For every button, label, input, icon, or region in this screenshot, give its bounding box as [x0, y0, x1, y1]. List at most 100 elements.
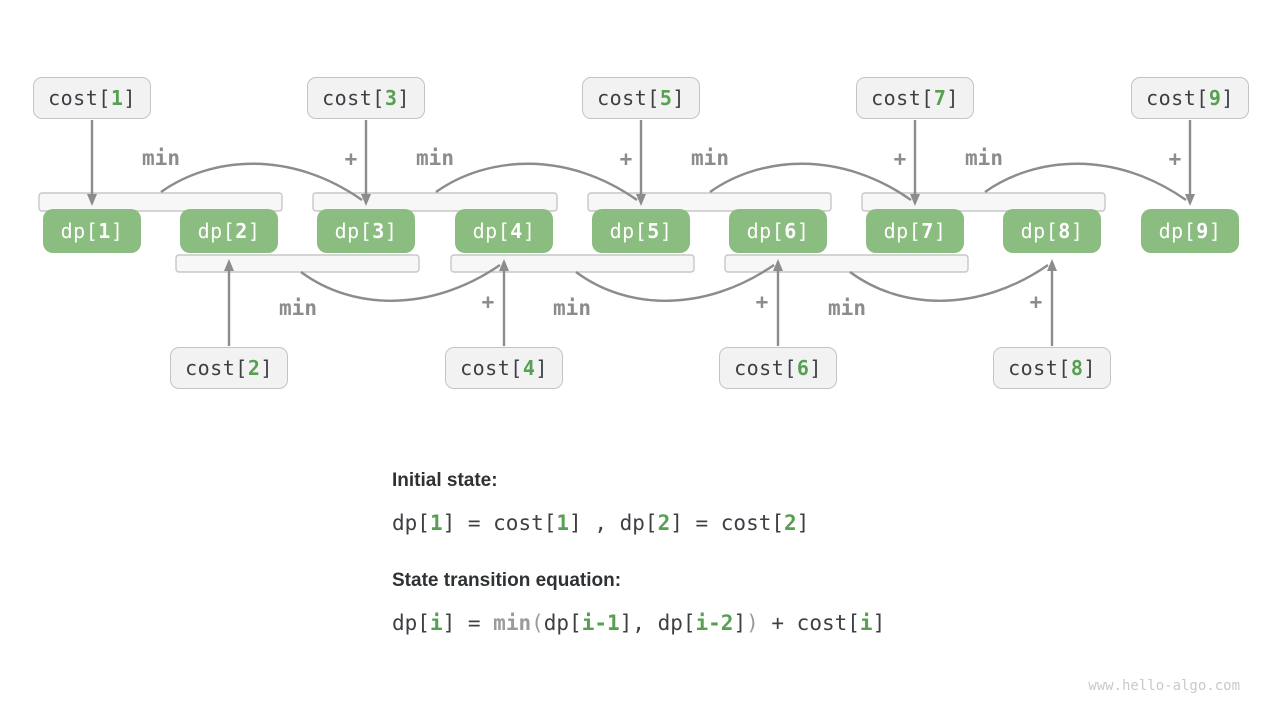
dp-box-3: dp[3] [317, 209, 415, 253]
min-label: min [828, 296, 866, 320]
code-text: dp[ [392, 511, 430, 535]
cost-label: ] [535, 356, 548, 380]
code-text: dp[ [392, 611, 430, 635]
min-label: min [691, 146, 729, 170]
cost-index: 8 [1070, 356, 1084, 380]
cost-box-3: cost[3] [307, 77, 425, 119]
min-label: min [965, 146, 1003, 170]
dp-label: dp[ [1020, 219, 1059, 243]
dp-label: ] [110, 219, 124, 243]
bracket-bottom-dp2-dp3 [175, 254, 420, 273]
cost-index: 5 [659, 86, 673, 110]
code-text: ] [872, 611, 886, 635]
cost-box-6: cost[6] [719, 347, 837, 389]
code-text: min [493, 611, 532, 635]
bracket-top-dp7-dp8 [861, 192, 1106, 212]
curve-min-dp23-to-dp4 [300, 264, 501, 302]
dp-box-2: dp[2] [180, 209, 278, 253]
cost-label: cost[ [734, 356, 797, 380]
cost-index: 7 [933, 86, 947, 110]
dp-label: dp[ [883, 219, 922, 243]
dp-box-8: dp[8] [1003, 209, 1101, 253]
dp-box-6: dp[6] [729, 209, 827, 253]
dp-box-4: dp[4] [455, 209, 553, 253]
cost-box-7: cost[7] [856, 77, 974, 119]
code-text: dp[ [543, 611, 582, 635]
cost-index: 3 [384, 86, 398, 110]
cost-label: ] [672, 86, 685, 110]
dp-index: 7 [921, 219, 934, 243]
dp-box-1: dp[1] [43, 209, 141, 253]
cost-box-5: cost[5] [582, 77, 700, 119]
cost-box-4: cost[4] [445, 347, 563, 389]
code-text: ) [746, 611, 759, 635]
cost-box-9: cost[9] [1131, 77, 1249, 119]
state-transition-equation: dp[i] = min(dp[i-1], dp[i-2]) + cost[i] [392, 611, 885, 635]
dp-label: dp[ [60, 219, 99, 243]
cost-index: 1 [110, 86, 124, 110]
code-text: i-2 [695, 611, 734, 635]
plus-label: + [1029, 290, 1043, 314]
code-text: 2 [784, 511, 797, 535]
dp-label: dp[ [197, 219, 236, 243]
initial-state-equation: dp[1] = cost[1] , dp[2] = cost[2] [392, 511, 809, 535]
dp-index: 5 [647, 219, 660, 243]
cost-index: 4 [522, 356, 536, 380]
cost-label: ] [946, 86, 959, 110]
dp-index: 6 [784, 219, 797, 243]
code-text: ] [796, 511, 810, 535]
cost-label: cost[ [1146, 86, 1209, 110]
code-text: i-1 [581, 611, 620, 635]
dp-label: ] [1208, 219, 1222, 243]
curve-min-dp34-to-dp5 [435, 162, 638, 201]
min-label: min [279, 296, 317, 320]
dp-box-9: dp[9] [1141, 209, 1239, 253]
dp-label: dp[ [334, 219, 373, 243]
dp-label: ] [384, 219, 398, 243]
cost-label: ] [809, 356, 822, 380]
curve-min-dp45-to-dp6 [575, 264, 775, 302]
cost-label: cost[ [871, 86, 934, 110]
dp-box-7: dp[7] [866, 209, 964, 253]
bracket-top-dp1-dp2 [38, 192, 283, 212]
plus-label: + [481, 290, 495, 314]
cost-label: ] [397, 86, 410, 110]
dp-index: 3 [372, 219, 385, 243]
code-text: + cost[ [758, 611, 860, 635]
dp-label: dp[ [1158, 219, 1197, 243]
min-label: min [416, 146, 454, 170]
dp-label: dp[ [472, 219, 511, 243]
bracket-top-dp5-dp6 [587, 192, 832, 212]
code-text: ] = cost[ [670, 511, 785, 535]
bracket-bottom-dp4-dp5 [450, 254, 695, 273]
cost-label: cost[ [597, 86, 660, 110]
dp-index: 8 [1058, 219, 1071, 243]
cost-label: cost[ [1008, 356, 1071, 380]
dp-label: ] [522, 219, 536, 243]
dp-label: dp[ [746, 219, 785, 243]
cost-label: cost[ [48, 86, 111, 110]
dp-label: ] [659, 219, 673, 243]
cost-label: cost[ [322, 86, 385, 110]
code-text: 2 [657, 511, 671, 535]
min-label: min [142, 146, 180, 170]
code-text: ( [531, 611, 544, 635]
cost-label: ] [123, 86, 136, 110]
cost-label: ] [1221, 86, 1234, 110]
dp-label: ] [1070, 219, 1084, 243]
cost-box-1: cost[1] [33, 77, 151, 119]
cost-index: 2 [247, 356, 261, 380]
plus-label: + [1168, 147, 1182, 171]
cost-index: 6 [796, 356, 810, 380]
plus-label: + [344, 147, 358, 171]
code-text: 1 [556, 511, 570, 535]
code-text: ] = cost[ [442, 511, 557, 535]
code-text: ] = [442, 611, 494, 635]
plus-label: + [755, 290, 769, 314]
dp-label: ] [933, 219, 947, 243]
code-text: ] [733, 611, 747, 635]
curve-min-dp67-to-dp8 [849, 264, 1049, 302]
cost-label: cost[ [460, 356, 523, 380]
dp-label: dp[ [609, 219, 648, 243]
